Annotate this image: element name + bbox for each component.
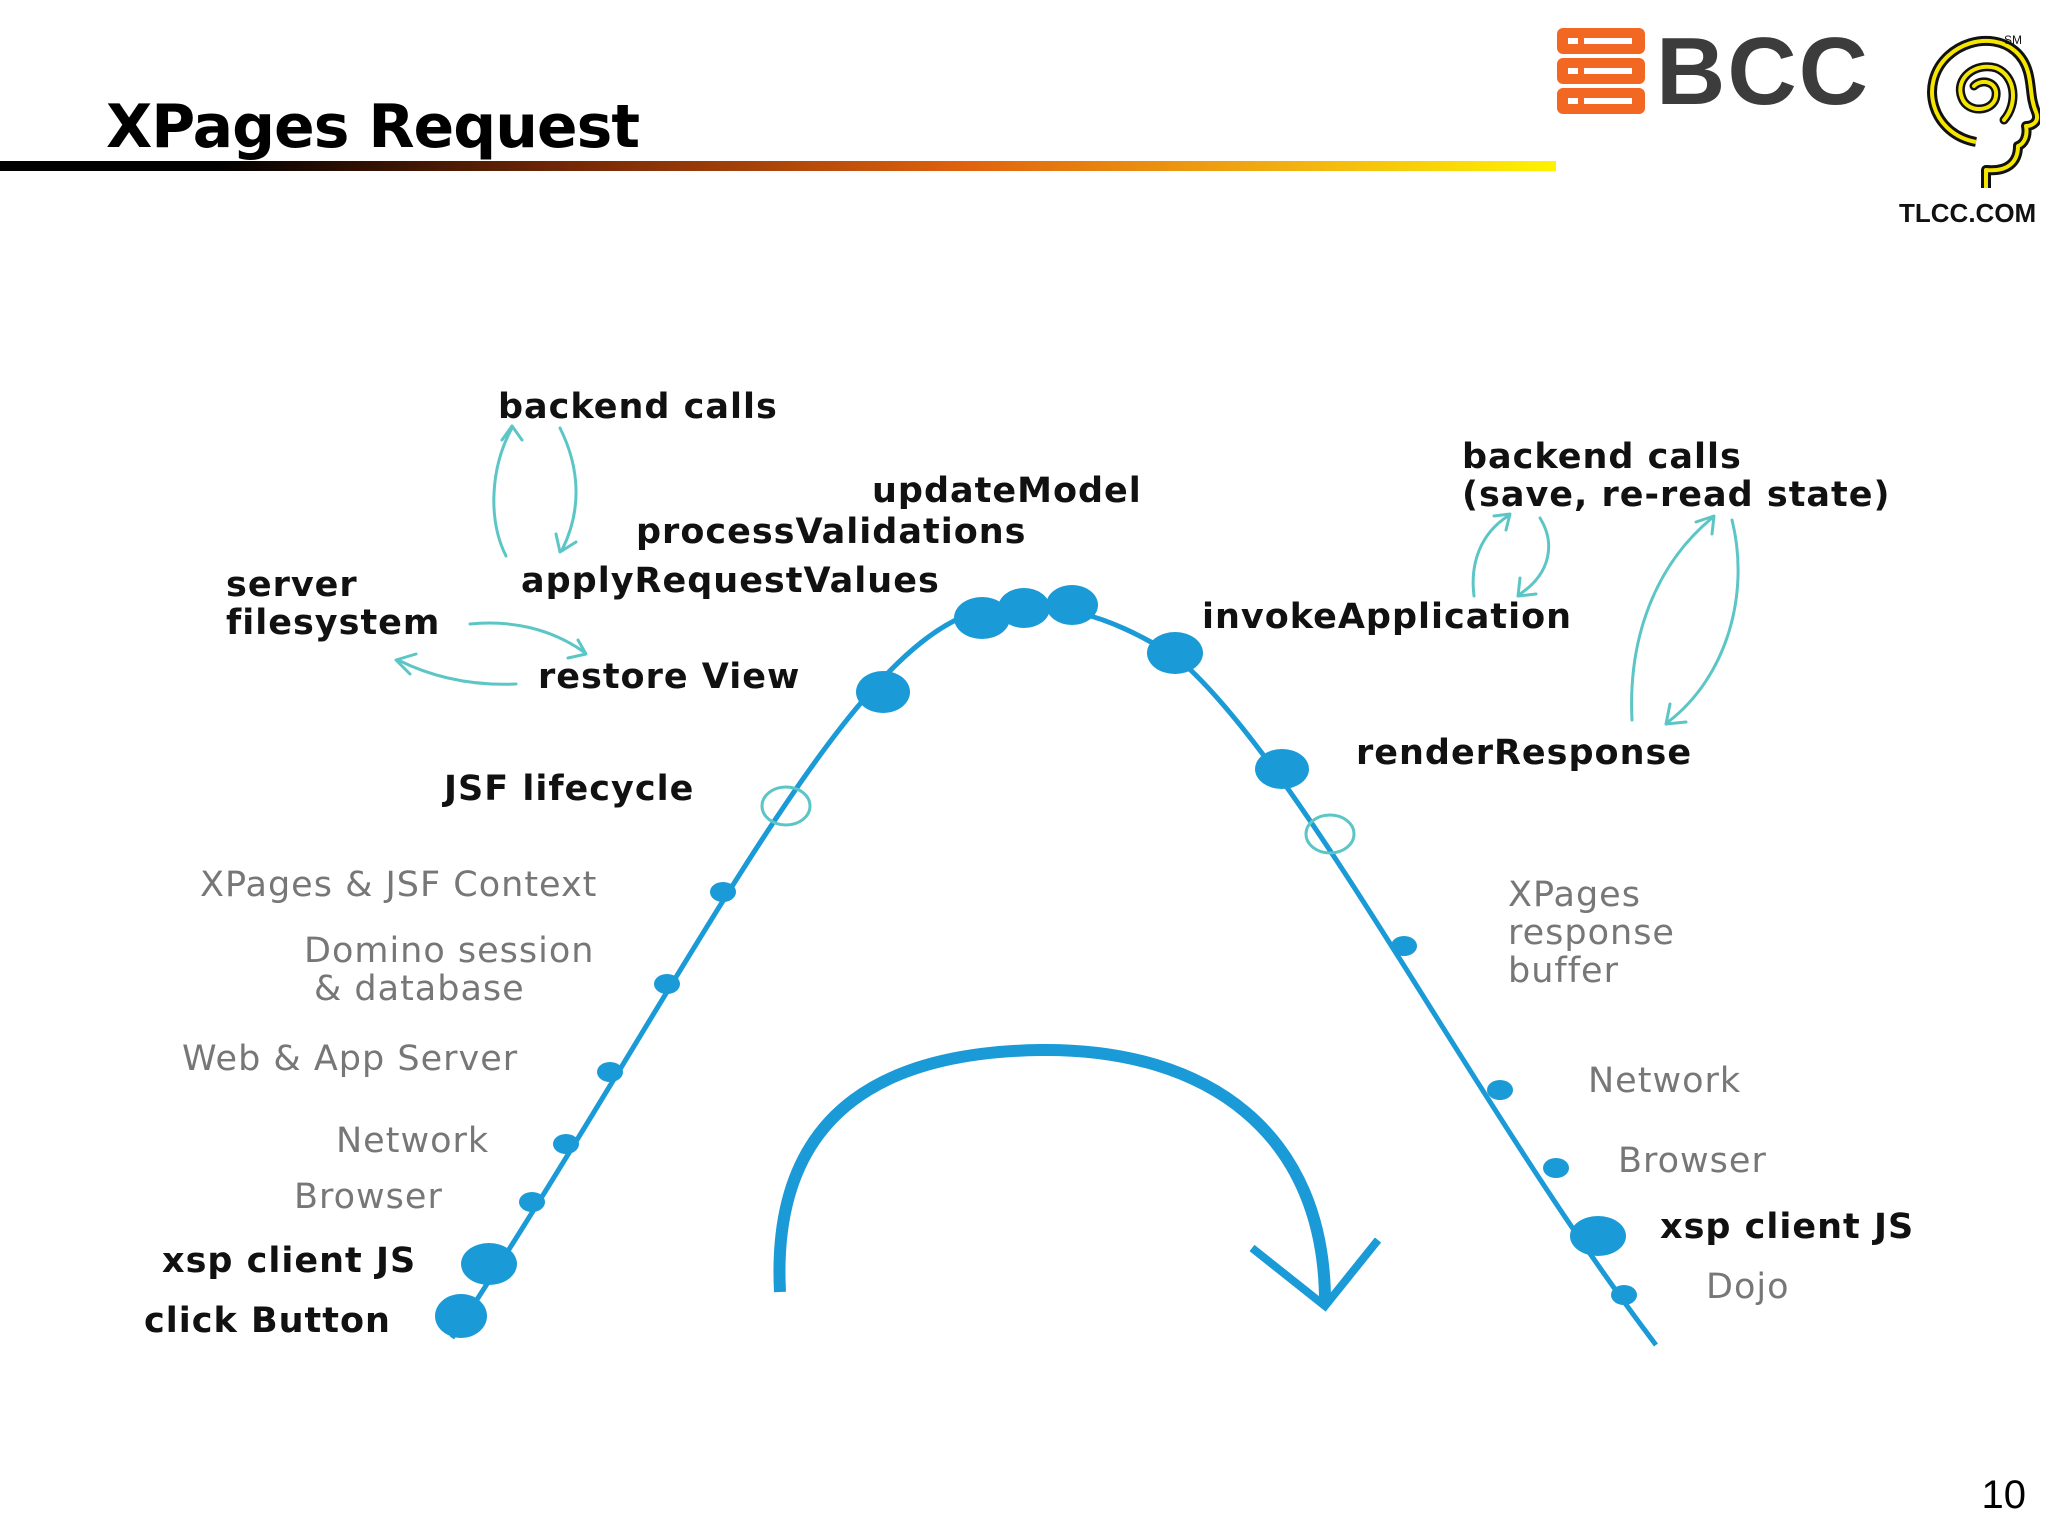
boundary-ring-left bbox=[760, 785, 812, 827]
label-render-response: renderResponse bbox=[1356, 733, 1692, 773]
page-number: 10 bbox=[1981, 1473, 2027, 1517]
bcc-server-icon bbox=[1557, 28, 1645, 114]
label-process-validations: processValidations bbox=[636, 512, 1027, 552]
arrow-backend-to-render bbox=[1666, 518, 1740, 724]
label-apply-request-values: applyRequestValues bbox=[521, 561, 940, 601]
node-browser-right bbox=[1543, 1158, 1569, 1178]
arrow-render-to-backend bbox=[1630, 516, 1714, 722]
node-network-left bbox=[553, 1134, 579, 1154]
label-browser-left: Browser bbox=[294, 1177, 443, 1217]
node-render-response bbox=[1255, 749, 1309, 789]
logo-service-mark: SM bbox=[2004, 33, 2022, 47]
arrow-fs-to-restore-head bbox=[566, 638, 588, 660]
label-backend-calls-left: backend calls bbox=[498, 387, 778, 427]
node-click-button bbox=[435, 1294, 487, 1338]
label-xpages-jsf-context: XPages & JSF Context bbox=[200, 865, 597, 905]
node-apply-request bbox=[954, 597, 1010, 639]
label-backend-calls-right: backend calls bbox=[1462, 437, 1742, 477]
label-buffer: buffer bbox=[1508, 951, 1619, 991]
arrow-render-to-backend-head bbox=[1694, 514, 1716, 536]
node-network-right bbox=[1487, 1080, 1513, 1100]
node-browser-left bbox=[519, 1192, 545, 1212]
label-web-app-server: Web & App Server bbox=[182, 1039, 518, 1079]
label-network-left: Network bbox=[336, 1121, 489, 1161]
label-and-database: & database bbox=[314, 969, 525, 1009]
arrow-to-backend-left-head bbox=[500, 424, 524, 442]
title-rule bbox=[0, 161, 1556, 171]
node-web-app-server bbox=[597, 1062, 623, 1082]
node-response-buffer bbox=[1391, 936, 1417, 956]
annotation-arrows bbox=[394, 424, 1740, 726]
arrow-to-backend-left bbox=[492, 426, 514, 558]
label-update-model: updateModel bbox=[872, 471, 1142, 511]
logo-company-text: BCC bbox=[1656, 22, 1870, 125]
lifecycle-boundaries bbox=[760, 785, 1356, 855]
label-jsf-lifecycle: JSF lifecycle bbox=[442, 769, 694, 809]
node-invoke-application bbox=[1147, 632, 1203, 674]
arrow-restore-to-fs bbox=[396, 658, 518, 686]
arrow-backend-to-invoke bbox=[1518, 516, 1551, 596]
label-xpages: XPages bbox=[1508, 875, 1641, 915]
node-xsp-client-left bbox=[461, 1243, 517, 1285]
label-click-button: click Button bbox=[144, 1301, 391, 1341]
label-browser-right: Browser bbox=[1618, 1141, 1767, 1181]
label-restore-view: restore View bbox=[538, 657, 800, 697]
lifecycle-curve bbox=[449, 604, 1658, 1347]
label-domino-session: Domino session bbox=[304, 931, 594, 971]
arrow-from-backend-left-head bbox=[554, 532, 578, 554]
arrow-backend-to-render-head bbox=[1664, 702, 1688, 726]
arrow-backend-to-invoke-head bbox=[1516, 576, 1538, 598]
label-filesystem: filesystem bbox=[226, 603, 440, 643]
tlcc-head-icon bbox=[1927, 36, 2040, 188]
return-arrow-head bbox=[1249, 1237, 1382, 1312]
arrow-invoke-to-backend-head bbox=[1492, 512, 1512, 532]
node-domino-session bbox=[654, 974, 680, 994]
label-server: server bbox=[226, 565, 358, 605]
node-process-validations bbox=[998, 588, 1050, 628]
arrow-from-backend-left bbox=[558, 426, 578, 552]
arrow-restore-to-fs-head bbox=[394, 652, 418, 676]
label-xsp-client-js-right: xsp client JS bbox=[1660, 1207, 1914, 1247]
node-dojo bbox=[1611, 1285, 1637, 1305]
label-save-reread: (save, re-read state) bbox=[1462, 475, 1891, 515]
return-arrow bbox=[773, 1043, 1331, 1303]
label-dojo: Dojo bbox=[1706, 1267, 1790, 1307]
label-response: response bbox=[1508, 913, 1675, 953]
boundary-ring-right bbox=[1304, 813, 1356, 855]
node-xsp-client-right bbox=[1570, 1216, 1626, 1256]
phase-nodes bbox=[435, 585, 1626, 1338]
label-invoke-application: invokeApplication bbox=[1202, 597, 1572, 637]
logo-site-text: TLCC.COM bbox=[1899, 198, 2036, 228]
arrow-fs-to-restore bbox=[468, 621, 586, 654]
layer-nodes bbox=[519, 882, 1637, 1305]
node-update-model bbox=[1046, 585, 1098, 625]
arrow-invoke-to-backend bbox=[1471, 514, 1510, 598]
label-network-right: Network bbox=[1588, 1061, 1741, 1101]
node-restore-view bbox=[856, 671, 910, 713]
node-xpages-jsf-context bbox=[710, 882, 736, 902]
label-xsp-client-js-left: xsp client JS bbox=[162, 1241, 416, 1281]
bcc-tlcc-logo: BCC SM TLCC.COM bbox=[1557, 22, 2040, 228]
slide-title: XPages Request bbox=[106, 92, 640, 162]
